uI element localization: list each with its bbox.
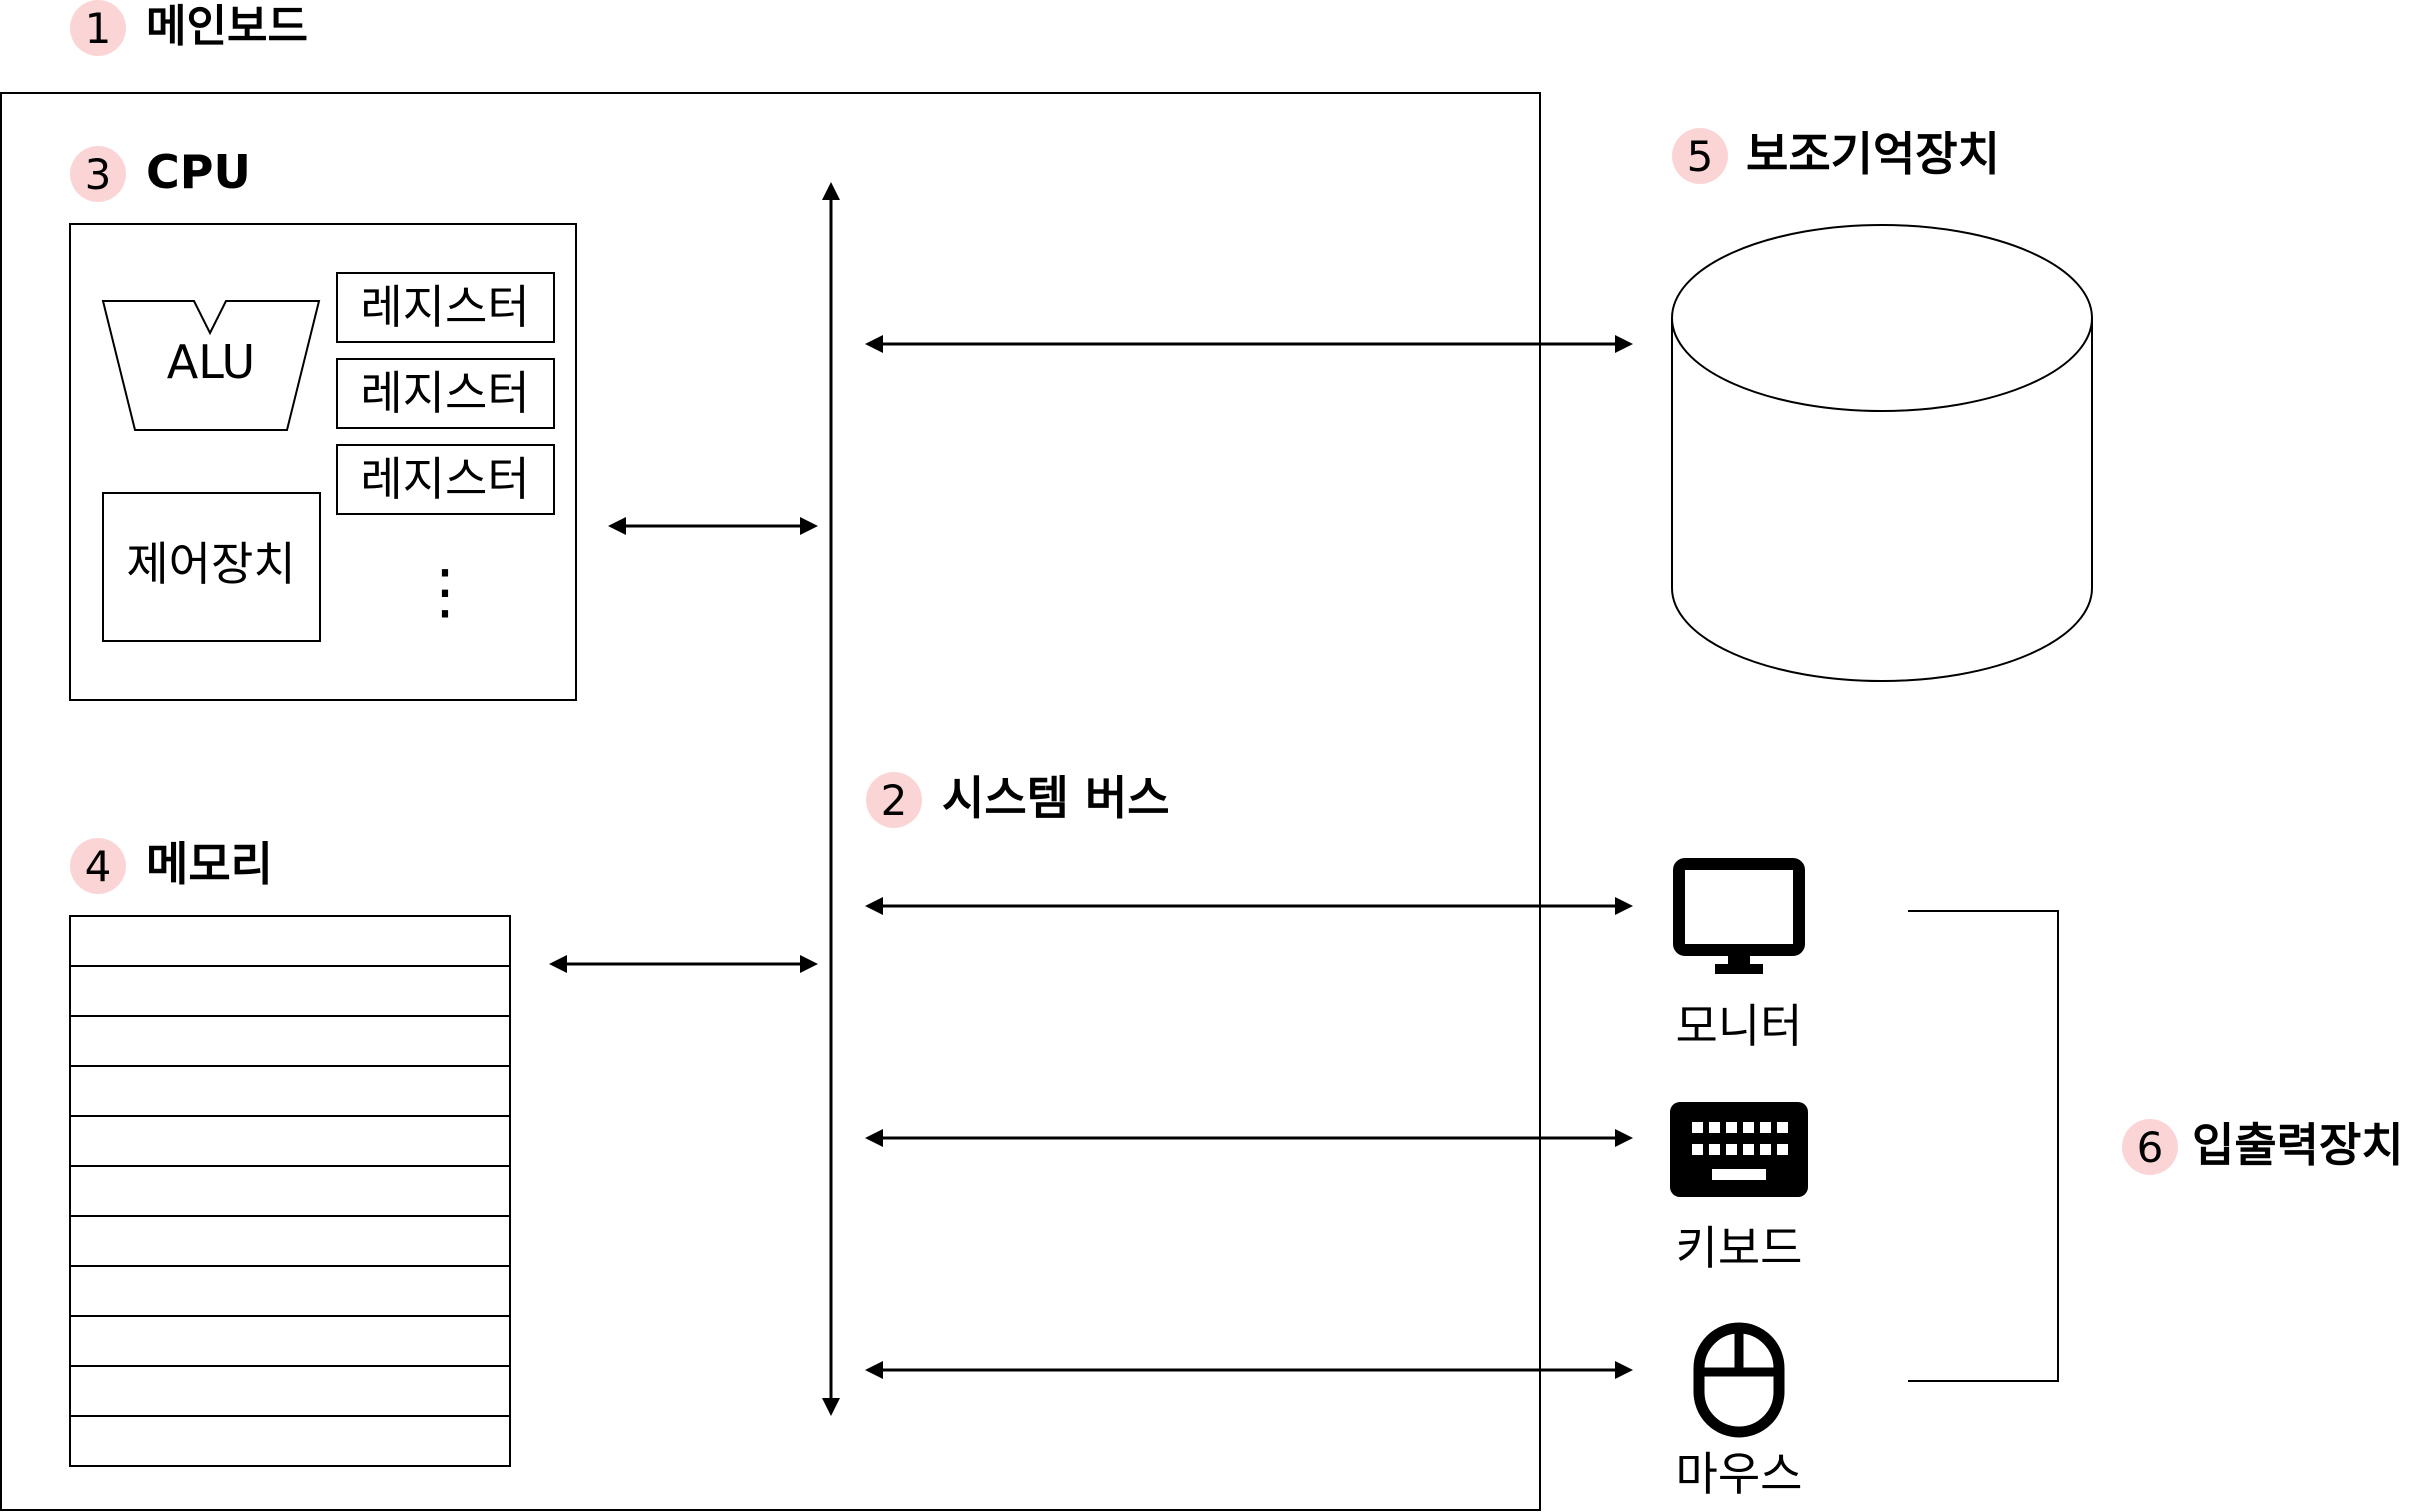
io-label: 입출력장치 (2192, 1118, 2404, 1172)
memory-badge-number: 4 (85, 842, 112, 891)
memory-stack (69, 915, 511, 1467)
mouse-label: 마우스 (1676, 1447, 1803, 1501)
alu-label: ALU (167, 335, 255, 389)
system-bus-badge-number: 2 (881, 776, 908, 825)
memory-cell (69, 1315, 511, 1367)
memory-cell (69, 965, 511, 1017)
memory-cell (69, 1165, 511, 1217)
control-unit-label: 제어장치 (126, 537, 295, 591)
storage-badge-number: 5 (1687, 132, 1714, 181)
register-box (336, 272, 555, 343)
keyboard-icon (1670, 1102, 1808, 1197)
cpu-box: ALU 레지스터 레지스터 레지스터 ⋮ 제어장치 (69, 223, 577, 701)
register: 레지스터 (336, 358, 555, 429)
storage-badge (1672, 128, 1728, 184)
motherboard-label: 메인보드 (146, 1, 308, 52)
monitor-label: 모니터 (1676, 999, 1803, 1053)
control-unit-box (102, 492, 321, 642)
register-box (336, 444, 555, 515)
memory-cell (69, 915, 511, 967)
memory-cell (69, 1115, 511, 1167)
keyboard-label: 키보드 (1676, 1221, 1803, 1275)
memory-cell (69, 1365, 511, 1417)
io-heading: 6 입출력장치 (2122, 1118, 2404, 1175)
motherboard-frame (0, 92, 1541, 1511)
register-label: 레지스터 (360, 366, 529, 420)
storage-heading: 5 보조기억장치 (1672, 127, 2000, 184)
memory-badge (70, 838, 126, 894)
motherboard-heading: 1 메인보드 (70, 0, 308, 56)
motherboard-badge (70, 0, 126, 56)
control-unit: 제어장치 (102, 492, 321, 642)
alu-shape (101, 300, 321, 431)
register-label: 레지스터 (360, 280, 529, 334)
register: 레지스터 (336, 444, 555, 515)
memory-cell (69, 1015, 511, 1067)
cpu-badge-number: 3 (85, 150, 112, 199)
cpu-badge (70, 146, 126, 202)
system-bus-heading: 2 시스템 버스 (866, 771, 1170, 828)
mouse-icon (1693, 1322, 1785, 1438)
register-ellipsis: ⋮ (415, 557, 475, 627)
alu: ALU (101, 300, 321, 431)
register-box (336, 358, 555, 429)
cpu-frame (69, 223, 577, 701)
io-badge (2122, 1119, 2178, 1175)
memory-label: 메모리 (146, 837, 273, 891)
memory-cell (69, 1415, 511, 1467)
memory-heading: 4 메모리 (70, 837, 273, 894)
system-bus-badge (866, 772, 922, 828)
monitor-device: 모니터 (1673, 858, 1805, 1053)
storage-label: 보조기억장치 (1746, 127, 2000, 181)
keyboard-device: 키보드 (1670, 1102, 1808, 1275)
memory-cell (69, 1065, 511, 1117)
register: 레지스터 (336, 272, 555, 343)
storage-cylinder-icon (1671, 224, 2093, 682)
memory-cell (69, 1215, 511, 1267)
monitor-icon (1673, 858, 1805, 974)
mouse-device: 마우스 (1676, 1322, 1803, 1501)
io-badge-number: 6 (2137, 1123, 2164, 1172)
register-label: 레지스터 (360, 452, 529, 506)
system-bus-label: 시스템 버스 (942, 771, 1170, 825)
io-bracket (1908, 910, 2059, 1382)
motherboard-badge-number: 1 (85, 4, 112, 53)
cpu-label: CPU (146, 145, 251, 199)
cpu-heading: 3 CPU (70, 145, 251, 202)
memory-cell (69, 1265, 511, 1317)
